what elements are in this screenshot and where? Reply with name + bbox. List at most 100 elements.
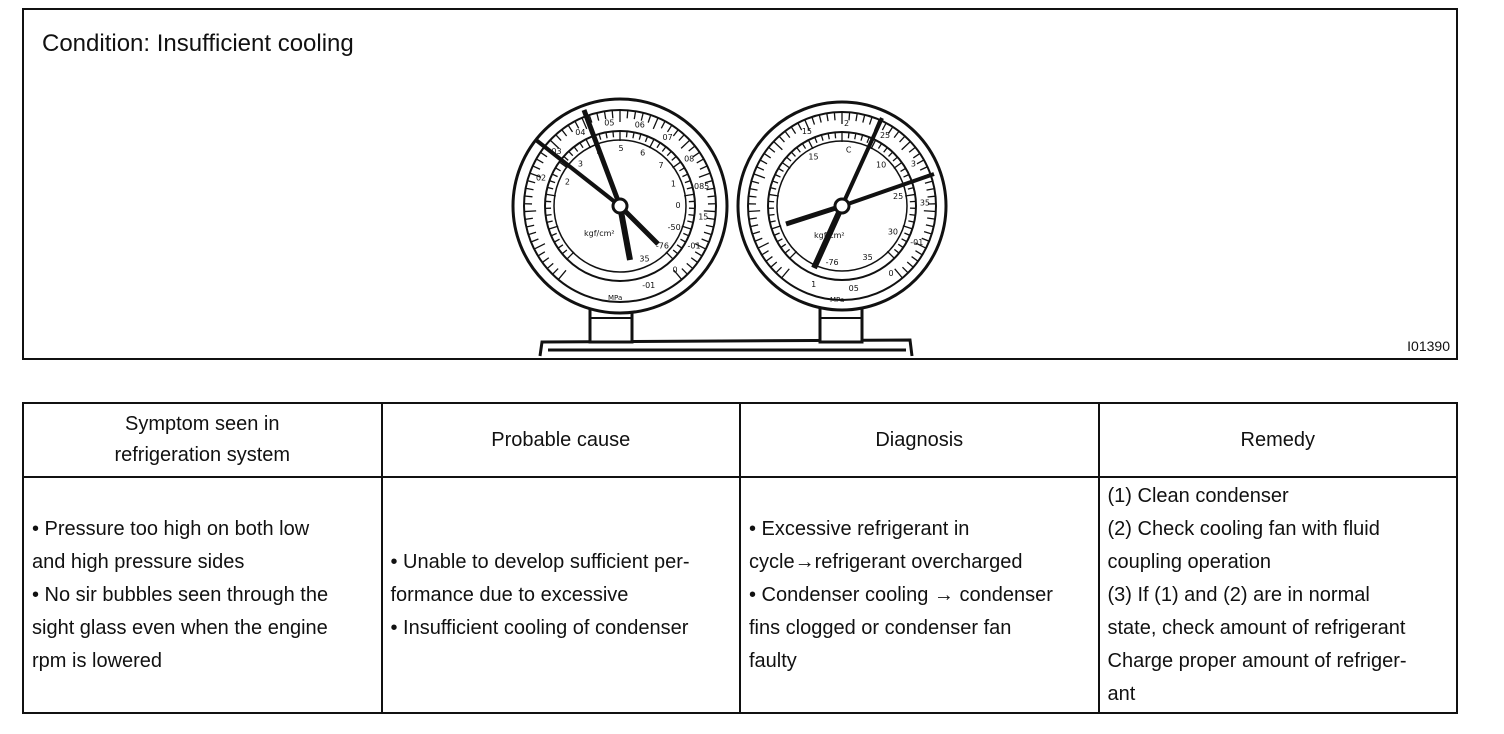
gauge-tick [814, 136, 818, 144]
gauge-tick [773, 232, 780, 236]
gauge-tick [665, 251, 674, 260]
gauge-tick [574, 120, 580, 129]
low-gauge-needle-4 [617, 205, 633, 261]
gauge-tick [698, 172, 711, 178]
gauge-tick [707, 195, 716, 198]
gauge-scale-label: 1 [671, 179, 676, 188]
gauge-tick [545, 214, 552, 217]
gauge-tick [687, 220, 694, 223]
gauge-tick [749, 187, 758, 191]
gauge-tick [525, 187, 534, 191]
gauge-tick [776, 238, 783, 243]
gauge-tick [768, 146, 776, 153]
gauge-tick [790, 151, 796, 157]
gauge-scale-label: 08 [684, 154, 694, 163]
diagnosis-line: • Condenser cooling → condenser [749, 583, 1053, 606]
gauge-tick [679, 167, 685, 172]
gauge-tick [904, 232, 911, 236]
cause-line: • Unable to develop sufficient per- [390, 550, 690, 573]
header-cause: Probable cause [380, 402, 741, 478]
gauge-tick [555, 167, 561, 172]
gauge-tick [703, 231, 712, 236]
gauge-tick [526, 224, 535, 228]
cell-remedy: (1) Clean condenser (2) Check cooling fa… [1097, 476, 1458, 714]
gauge-tick [524, 217, 533, 221]
gauge-tick [781, 268, 790, 279]
gauge-tick [686, 262, 694, 270]
gauge-tick [690, 257, 699, 263]
gauge-scale-label: 7 [658, 161, 663, 170]
gauge-scale-label: -01 [688, 242, 701, 251]
gauge-tick [901, 141, 911, 151]
gauge-tick [545, 193, 556, 197]
remedy-line: Charge proper amount of refriger- [1107, 649, 1407, 672]
gauge-scale-label: 0 [672, 265, 677, 274]
gauge-scale-label: -01 [910, 238, 923, 247]
gauge-tick [528, 231, 537, 236]
cell-symptom: • Pressure too high on both low and high… [22, 476, 383, 714]
gauge-scale-label: 15 [802, 127, 812, 136]
manifold-gauge-illustration: 0203040506070808515-010-0123456710-50-76… [511, 97, 948, 357]
gauge-tick [887, 126, 894, 134]
remedy-line: (3) If (1) and (2) are in normal [1107, 583, 1370, 606]
gauge-tick [752, 231, 761, 235]
gauge-tick [585, 138, 592, 149]
gauge-tick [680, 238, 687, 243]
gauge-tick [900, 167, 907, 172]
gauge-tick [549, 139, 560, 149]
gauge-tick [546, 220, 553, 223]
gauge-tick [894, 268, 903, 279]
gauge-tick [688, 145, 696, 152]
gauge-scale-label: 085 [694, 182, 709, 191]
gauge-tick [780, 243, 787, 249]
gauge-tick [927, 217, 936, 220]
gauge-tick [784, 248, 791, 254]
gauge-scale-label: 0 [675, 201, 680, 210]
gauge-tick [529, 172, 542, 178]
low-gauge-face-text: kgf/cm² [584, 229, 615, 238]
gauge-tick [706, 187, 715, 191]
gauge-tick [666, 124, 673, 133]
header-remedy-label: Remedy [1240, 428, 1315, 451]
gauge-tick [552, 268, 559, 275]
gauge-scale-label: -76 [656, 242, 669, 251]
gauge-tick [768, 213, 775, 216]
gauge-tick [807, 139, 814, 150]
header-remedy: Remedy [1097, 402, 1458, 478]
diagnosis-line: • Excessive refrigerant in [749, 517, 970, 540]
gauge-tick [692, 151, 700, 158]
gauge-tick [796, 147, 801, 153]
gauge-tick [790, 126, 797, 134]
gauge-scale-label: 35 [920, 198, 930, 207]
gauge-tick [696, 158, 705, 164]
gauge-tick [648, 138, 655, 149]
gauge-tick [683, 232, 690, 237]
gauge-tick [563, 155, 569, 161]
remedy-line: ant [1107, 682, 1136, 705]
gauge-tick [907, 186, 914, 190]
remedy-line: coupling operation [1107, 550, 1271, 573]
low-pressure-gauge: 0203040506070808515-010-0123456710-50-76… [511, 97, 729, 344]
remedy-line: state, check amount of refrigerant [1107, 616, 1406, 639]
gauge-scale-label: 5 [618, 144, 623, 153]
gauge-scale-label: -76 [826, 258, 839, 267]
gauge-tick [699, 165, 708, 170]
header-symptom: Symptom seen in refrigeration system [22, 402, 383, 478]
gauge-scale-label: 1 [811, 280, 816, 289]
gauge-scale-label: 02 [536, 173, 546, 182]
low-gauge-needle-2 [581, 109, 623, 207]
gauge-tick [561, 249, 568, 255]
gauge-tick [919, 166, 928, 171]
cell-diagnosis: • Excessive refrigerant in cycle→refrige… [739, 476, 1100, 714]
gauge-tick [877, 143, 883, 149]
gauge-tick [688, 214, 695, 217]
gauge-tick [550, 232, 557, 237]
high-gauge-needle-3 [785, 203, 843, 227]
gauge-tick [773, 141, 783, 151]
high-gauge-unit: MPa [830, 296, 844, 304]
gauge-tick [921, 237, 930, 242]
low-gauge-scale-labels: 0203040506070808515-010-0123456710-50-76… [536, 119, 709, 290]
gauge-tick [640, 112, 644, 121]
gauge-tick [784, 130, 791, 139]
symptom-line: • Pressure too high on both low [32, 517, 310, 540]
